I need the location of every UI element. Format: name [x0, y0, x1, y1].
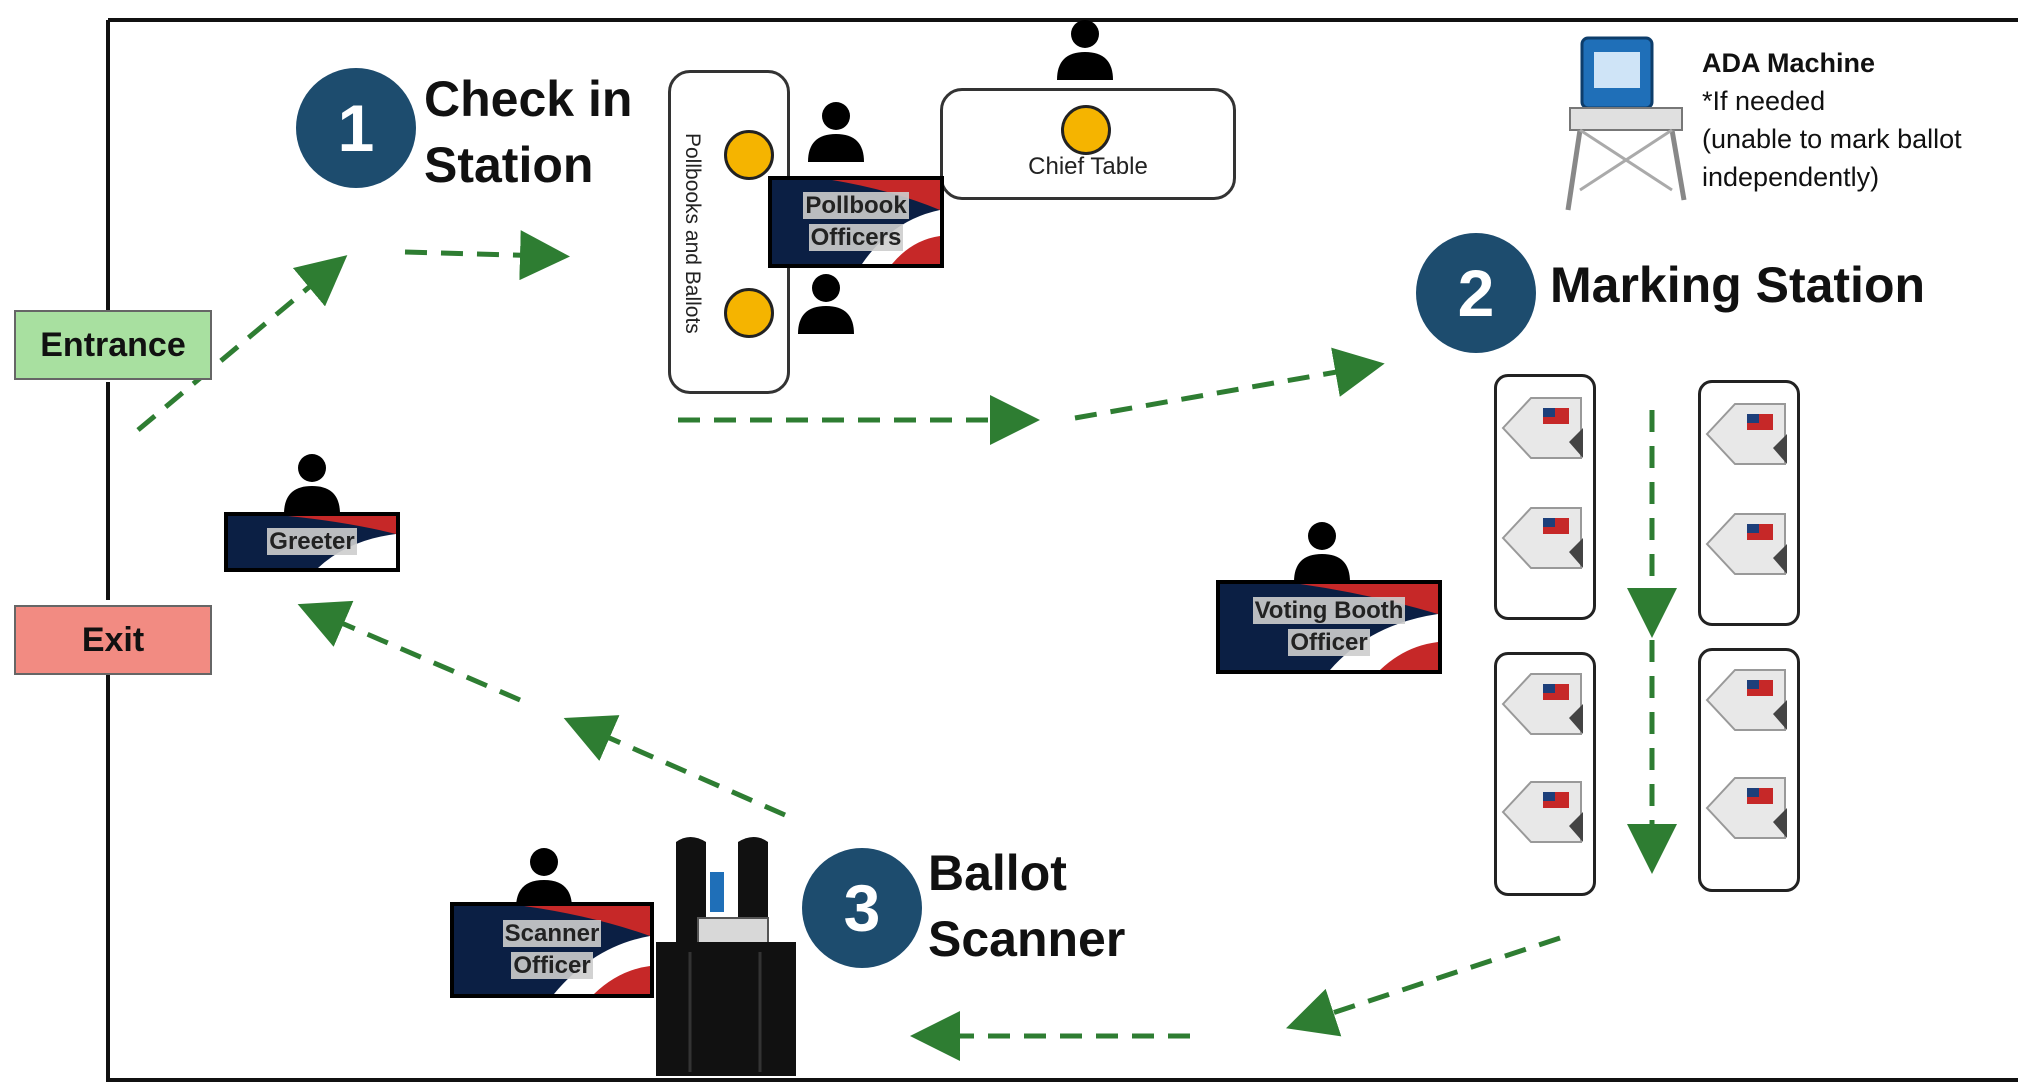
step-2-title: Marking Station	[1550, 257, 1926, 313]
arrow-to-marking-station	[1074, 347, 1385, 421]
entrance-label: Entrance	[40, 325, 186, 364]
exit-label: Exit	[81, 620, 145, 659]
person-icon	[516, 848, 572, 908]
flag-graphic	[288, 516, 396, 568]
pollbooks-label: Pollbooks and Ballots	[681, 132, 704, 334]
person-icon	[808, 102, 864, 162]
seat-marker	[724, 130, 774, 180]
step-1-number: 1	[337, 91, 375, 165]
voting-booth-icon	[1706, 513, 1788, 575]
chief-table: Chief Table	[940, 88, 1236, 200]
greeter-sign: Greeter	[224, 512, 400, 572]
arrow-to-pollbooks	[404, 230, 570, 281]
seat-marker	[1061, 105, 1111, 155]
seat-marker	[724, 288, 774, 338]
ada-machine-icon	[1565, 36, 1687, 211]
left-bottom-wall	[106, 672, 2018, 1082]
scanner-officer-line2: Officer	[511, 952, 593, 979]
voting-booth-icon	[1706, 669, 1788, 731]
step-2-number: 2	[1457, 256, 1495, 330]
ballot-scanner-icon	[656, 837, 796, 1076]
pollbook-officers-sign: Pollbook Officers	[768, 176, 944, 268]
scanner-officer-label: Scanner Officer	[454, 918, 650, 982]
greeter-label: Greeter	[228, 526, 396, 558]
step-3-number: 3	[843, 871, 881, 945]
voting-booth-icon	[1706, 403, 1788, 465]
chief-table-label: Chief Table	[1028, 153, 1148, 180]
person-icon	[1294, 522, 1350, 582]
entrance-door: Entrance	[14, 310, 212, 380]
flag-graphic	[524, 906, 650, 994]
step-3-title: Ballot Scanner	[928, 840, 1125, 972]
person-icon	[1057, 20, 1113, 80]
voting-booth-officer-label: Voting Booth Officer	[1220, 595, 1438, 659]
pollbook-officers-line2: Officers	[808, 224, 904, 251]
person-icon	[798, 274, 854, 334]
exit-door: Exit	[14, 605, 212, 675]
step-3-badge: 3	[802, 848, 922, 968]
ada-line2: (unable to mark ballot	[1702, 124, 1962, 154]
step-1-title: Check in Station	[424, 66, 632, 198]
voting-booth-icon	[1706, 777, 1788, 839]
scanner-officer-line1: Scanner	[502, 920, 602, 947]
ada-line3: independently)	[1702, 162, 1880, 192]
arrow-toward-exit	[297, 600, 521, 703]
ada-line1: *If needed	[1702, 86, 1826, 116]
voting-booth-officer-sign: Voting Booth Officer	[1216, 580, 1442, 674]
pollbook-officers-line1: Pollbook	[803, 192, 909, 219]
flag-graphic	[1300, 584, 1438, 670]
ada-title: ADA Machine	[1702, 48, 1876, 78]
pollbooks-label-wrap: Pollbooks and Ballots	[677, 93, 707, 373]
voting-booth-icon	[1502, 673, 1584, 735]
step-1-badge: 1	[296, 68, 416, 188]
pollbook-officers-label: Pollbook Officers	[772, 190, 940, 254]
greeter-text: Greeter	[267, 528, 357, 555]
voting-booth-officer-line1: Voting Booth	[1252, 597, 1406, 624]
voting-booth-officer-line2: Officer	[1288, 629, 1370, 656]
voting-booth-icon	[1502, 397, 1584, 459]
ada-machine-note: ADA Machine *If needed (unable to mark b…	[1702, 44, 1962, 196]
step-1-title-line1: Check in	[424, 71, 633, 127]
arrow-booths-to-scanner	[1286, 935, 1561, 1037]
voting-booth-icon	[1502, 781, 1584, 843]
voting-booth-icon	[1502, 507, 1584, 569]
step-2-badge: 2	[1416, 233, 1536, 353]
arrow-scanner-to-greeter	[563, 715, 787, 818]
step-3-title-line1: Ballot	[928, 845, 1067, 901]
step-1-title-line2: Station	[424, 137, 594, 193]
scanner-officer-sign: Scanner Officer	[450, 902, 654, 998]
arrow-entrance-to-checkin	[136, 255, 348, 432]
step-3-title-line2: Scanner	[928, 911, 1126, 967]
person-icon	[284, 454, 340, 514]
